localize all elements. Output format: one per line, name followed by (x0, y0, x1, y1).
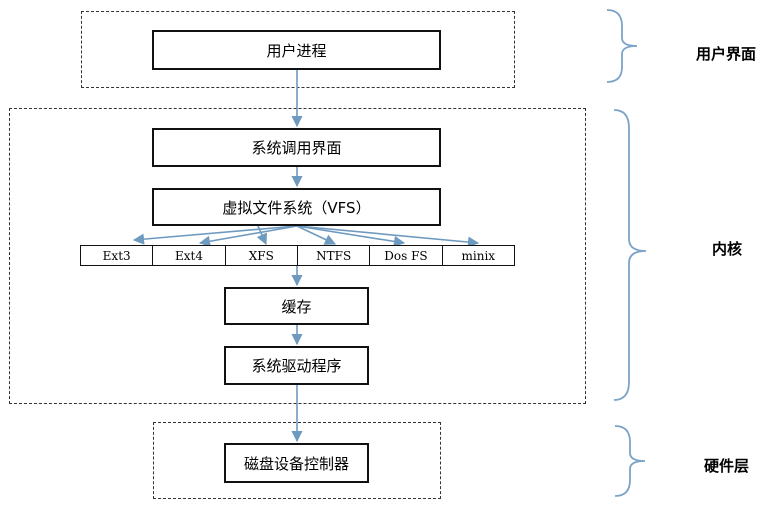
fs-dosfs: Dos FS (370, 246, 443, 265)
cache-label: 缓存 (281, 297, 312, 316)
brace-user (606, 9, 638, 83)
disk-controller-label: 磁盘设备控制器 (243, 454, 349, 473)
fs-ext3: Ext3 (81, 246, 154, 265)
fs-xfs: XFS (226, 246, 298, 265)
fs-ntfs: NTFS (298, 246, 371, 265)
filesystem-row: Ext3 Ext4 XFS NTFS Dos FS minix (80, 245, 515, 266)
layer-label-user: 用户界面 (696, 45, 757, 63)
user-space-region (81, 11, 515, 88)
arrow-vfs-to-dosfs (296, 225, 406, 247)
brace-kernel (613, 109, 647, 401)
arrow-vfs-to-xfs (256, 225, 268, 246)
brace-hardware (614, 425, 646, 497)
arrow-vfs-to-ext4 (198, 225, 298, 247)
syscall-interface-label: 系统调用界面 (251, 139, 342, 157)
cache-box: 缓存 (224, 287, 369, 325)
arrow-vfs-to-ntfs (296, 225, 337, 245)
fs-minix: minix (461, 248, 496, 263)
vfs-box: 虚拟文件系统（VFS） (152, 188, 441, 226)
disk-controller-box: 磁盘设备控制器 (224, 443, 369, 483)
driver-box: 系统驱动程序 (224, 346, 369, 385)
driver-label: 系统驱动程序 (251, 357, 342, 375)
fs-ext4: Ext4 (153, 246, 226, 265)
syscall-interface-box: 系统调用界面 (152, 128, 441, 167)
vfs-label: 虚拟文件系统（VFS） (222, 198, 371, 217)
user-process-label: 用户进程 (266, 41, 327, 60)
user-process-box: 用户进程 (152, 30, 441, 70)
arrow-vfs-to-minix (296, 225, 480, 248)
arrow-vfs-to-ext3 (132, 225, 298, 245)
layer-label-kernel: 内核 (712, 240, 743, 258)
layer-label-hardware: 硬件层 (704, 457, 750, 475)
